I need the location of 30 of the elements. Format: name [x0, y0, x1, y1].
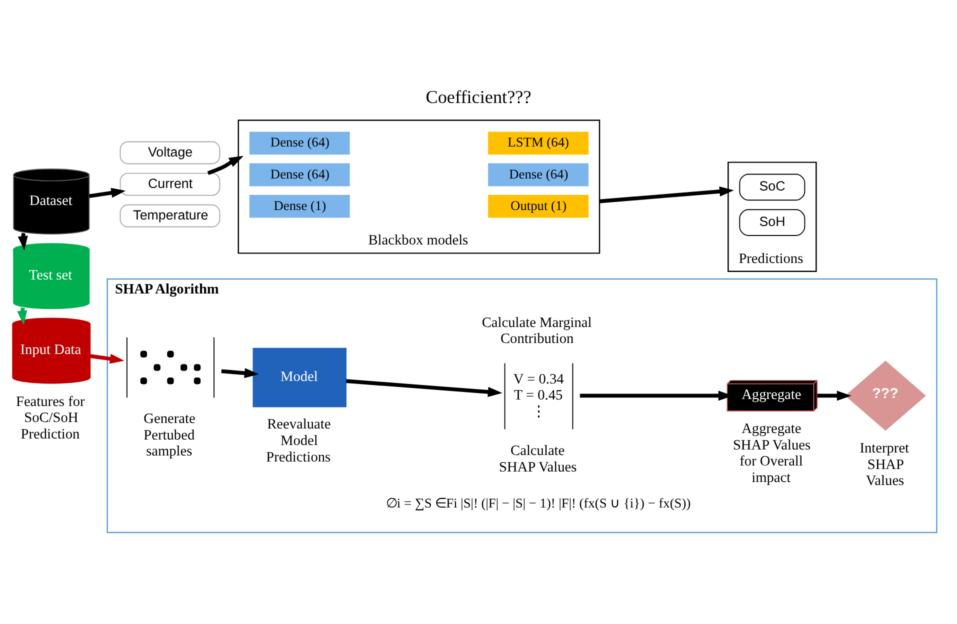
node-label: Calculate Marginal Contribution	[482, 314, 592, 347]
node-text: V = 0.34 T = 0.45 ⋮	[513, 370, 564, 420]
node-box: SoH	[739, 208, 806, 236]
node-box: Dense (1)	[249, 194, 350, 218]
arrow	[207, 155, 244, 175]
arrow	[221, 368, 259, 378]
node-label: Interpret SHAP Values	[860, 440, 910, 489]
node-box: Dense (64)	[249, 131, 350, 154]
arrow	[346, 378, 502, 396]
node-box: Current	[120, 172, 220, 196]
node-label: Aggregate SHAP Values for Overall impact	[732, 420, 811, 486]
node-label: Features for SoC/SoH Prediction	[16, 393, 85, 442]
node-box: Model	[252, 347, 346, 407]
node-box: SoC	[739, 173, 806, 200]
diagram-title: Coefficient???	[426, 86, 532, 107]
arrow	[88, 187, 126, 198]
arrow	[599, 186, 734, 203]
label: ∅i = ∑S ∈Fi |S|! (|F| − |S| − 1)! |F|! (fx(S ∪ {i}) − fx(S))	[386, 494, 691, 510]
node-label: Generate Pertubed samples	[144, 410, 196, 460]
node-label: Calculate SHAP Values	[499, 442, 577, 475]
node-box: Temperature	[120, 204, 220, 227]
arrow	[817, 390, 852, 400]
node-diamond: ???	[845, 360, 926, 430]
node-box: Dense (64)	[488, 162, 588, 186]
node-box: Output (1)	[488, 194, 588, 218]
node-box: Dense (64)	[249, 162, 350, 186]
node-box: LSTM (64)	[488, 131, 588, 154]
arrow	[90, 353, 124, 364]
node-label: Reevaluate Model Predictions	[266, 416, 331, 465]
node-box: Voltage	[120, 140, 220, 164]
